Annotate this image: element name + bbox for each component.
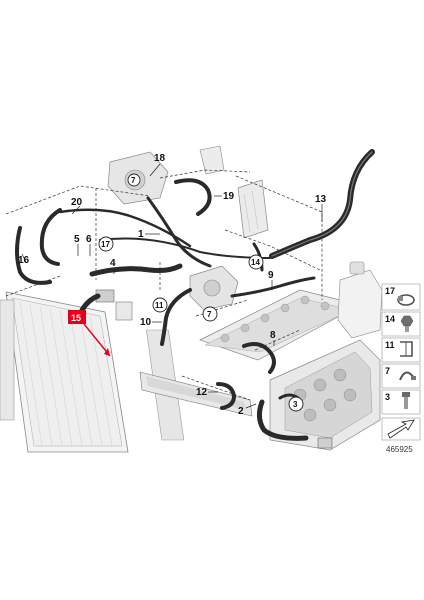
callout-20[interactable]: 20 xyxy=(71,197,83,215)
callout-2[interactable]: 2 xyxy=(238,403,257,417)
callout-19[interactable]: 19 xyxy=(214,191,235,202)
legend-item-3[interactable]: 3 xyxy=(381,389,421,415)
svg-text:17: 17 xyxy=(101,240,110,249)
svg-text:12: 12 xyxy=(196,387,208,398)
bolt-nut-icon xyxy=(400,315,414,332)
svg-text:5: 5 xyxy=(74,234,80,245)
diagram-id: 465925 xyxy=(386,445,413,454)
svg-text:16: 16 xyxy=(18,255,30,266)
lower-bracket xyxy=(139,371,253,417)
callout-7-mid[interactable]: 7 xyxy=(202,306,218,322)
callout-17-diagram[interactable]: 17 xyxy=(98,236,114,252)
small-valve xyxy=(95,289,133,321)
callout-10[interactable]: 10 xyxy=(140,317,162,328)
svg-text:13: 13 xyxy=(315,194,327,205)
screw-icon xyxy=(402,392,410,409)
callout-4[interactable]: 4 xyxy=(110,258,116,274)
legend-item-17[interactable]: 17 xyxy=(381,283,421,311)
svg-text:14: 14 xyxy=(385,314,395,324)
callout-12[interactable]: 12 xyxy=(196,387,218,398)
engine-cylinder-head xyxy=(199,289,361,361)
callout-16[interactable]: 16 xyxy=(18,253,30,266)
svg-text:15: 15 xyxy=(71,313,81,323)
callout-14-diagram[interactable]: 14 xyxy=(248,254,264,270)
svg-text:6: 6 xyxy=(86,234,92,245)
hose-clamp-icon xyxy=(397,294,415,306)
legend-item-7[interactable]: 7 xyxy=(381,363,421,389)
callout-6[interactable]: 6 xyxy=(86,234,92,256)
svg-text:4: 4 xyxy=(110,258,116,269)
svg-text:17: 17 xyxy=(385,286,395,296)
svg-text:9: 9 xyxy=(268,270,274,281)
svg-text:20: 20 xyxy=(71,197,83,208)
svg-text:3: 3 xyxy=(293,400,298,409)
callout-5[interactable]: 5 xyxy=(74,234,80,256)
svg-text:11: 11 xyxy=(155,301,164,310)
highlight-pointer xyxy=(83,323,111,357)
radiator xyxy=(0,291,185,453)
legend-item-11[interactable]: 11 xyxy=(381,337,421,363)
svg-text:18: 18 xyxy=(154,153,166,164)
legend-item-14[interactable]: 14 xyxy=(381,311,421,337)
svg-text:2: 2 xyxy=(238,406,244,417)
dashed-frames xyxy=(5,169,323,401)
heat-exchanger xyxy=(237,179,269,239)
expansion-tank xyxy=(337,261,383,339)
svg-text:19: 19 xyxy=(223,191,235,202)
coolant-bottle xyxy=(199,145,225,175)
svg-text:7: 7 xyxy=(131,176,136,185)
clamp-icon xyxy=(399,371,416,381)
callout-1[interactable]: 1 xyxy=(138,229,160,240)
callout-8[interactable]: 8 xyxy=(270,330,276,346)
spring-clip-icon xyxy=(400,341,413,357)
callout-15-highlight[interactable]: 15 xyxy=(68,310,111,357)
callout-9[interactable]: 9 xyxy=(268,270,274,290)
svg-text:14: 14 xyxy=(251,258,260,267)
callout-18[interactable]: 18 xyxy=(149,153,166,177)
svg-text:11: 11 xyxy=(385,340,395,350)
coolant-hoses xyxy=(15,149,375,441)
callout-3-diagram[interactable]: 3 xyxy=(288,396,304,412)
callout-11-diagram[interactable]: 11 xyxy=(152,297,168,313)
svg-text:10: 10 xyxy=(140,317,152,328)
thermostat-housing xyxy=(189,265,239,311)
svg-text:1: 1 xyxy=(138,229,144,240)
parts-legend: 17 14 11 7 xyxy=(381,283,421,454)
svg-text:7: 7 xyxy=(207,310,212,319)
engine-block xyxy=(269,339,381,451)
highlight-badge xyxy=(68,310,86,324)
svg-text:8: 8 xyxy=(270,330,276,341)
callout-13[interactable]: 13 xyxy=(315,194,327,222)
svg-text:7: 7 xyxy=(385,366,390,376)
callout-7-top[interactable]: 7 xyxy=(127,173,141,187)
svg-text:3: 3 xyxy=(385,392,390,402)
direction-arrow-icon xyxy=(381,417,421,441)
